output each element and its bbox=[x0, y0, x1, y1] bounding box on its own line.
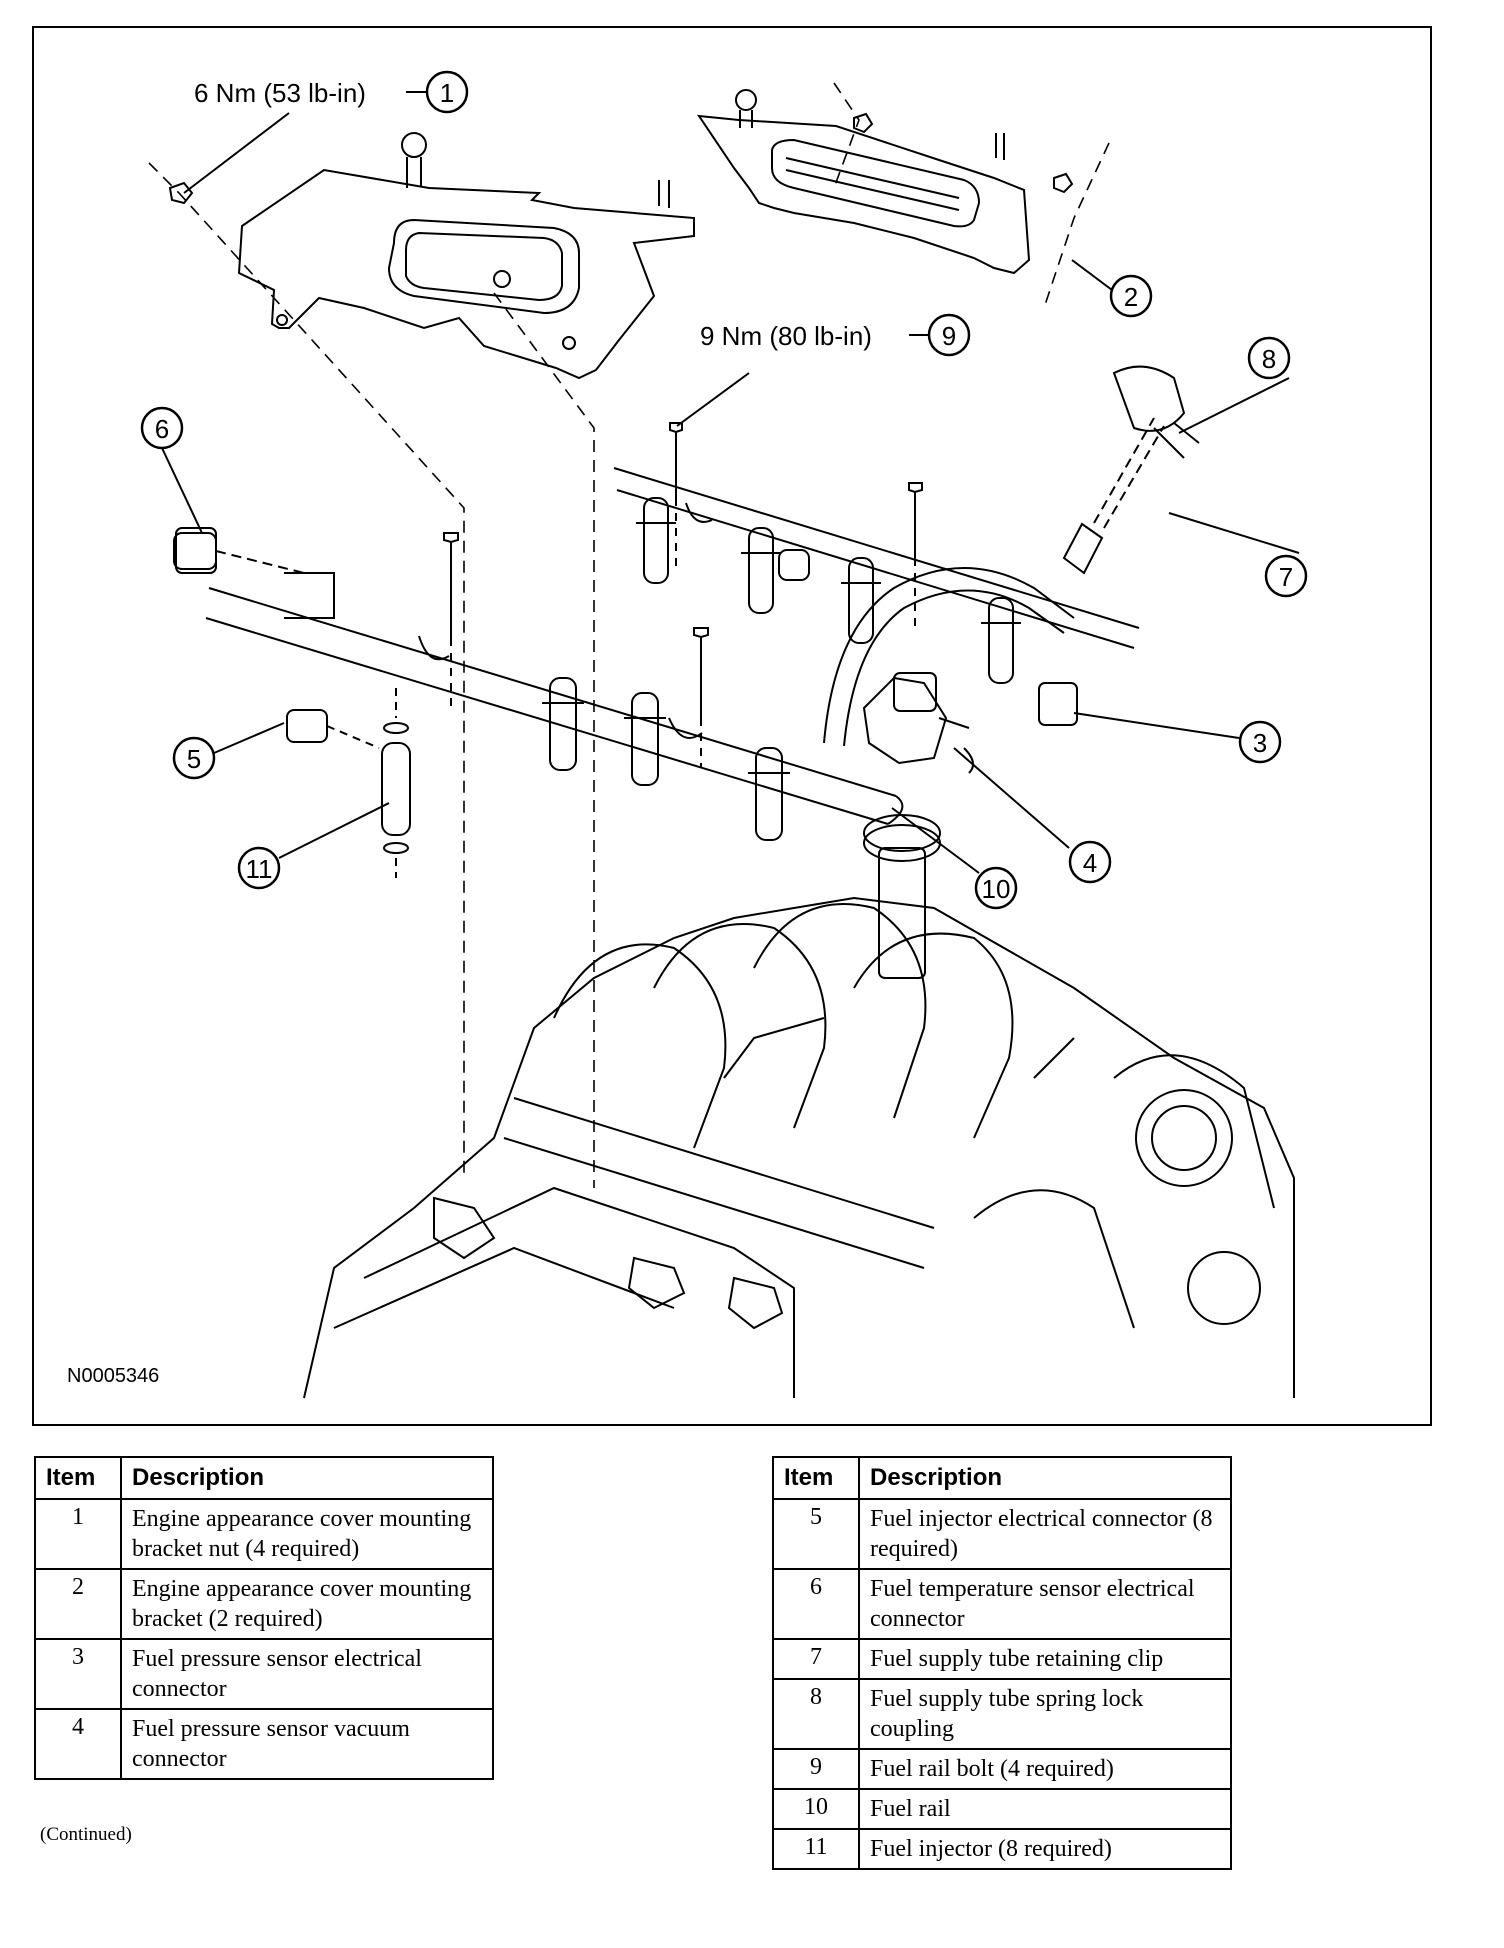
callout-5: 5 bbox=[172, 736, 216, 780]
callout-6: 6 bbox=[140, 406, 184, 450]
lower-fuel-injectors bbox=[542, 677, 790, 841]
callout-7: 7 bbox=[1264, 554, 1308, 598]
callout-number-3: 3 bbox=[1253, 728, 1267, 758]
item-description: Fuel pressure sensor vacuum connector bbox=[120, 1708, 494, 1780]
item-number: 4 bbox=[34, 1708, 122, 1780]
table-row: 8 Fuel supply tube spring lock coupling bbox=[772, 1678, 1232, 1750]
callout-4: 4 bbox=[1068, 840, 1112, 884]
torque-label-9: 9 Nm (80 lb-in) bbox=[700, 321, 872, 351]
callout-number-4: 4 bbox=[1083, 848, 1097, 878]
table-row: 9 Fuel rail bolt (4 required) bbox=[772, 1748, 1232, 1790]
callout-11: 11 bbox=[237, 846, 281, 890]
assembly-lines bbox=[148, 82, 1110, 1188]
item-number: 9 bbox=[772, 1748, 860, 1790]
item-description: Fuel temperature sensor electrical conne… bbox=[858, 1568, 1232, 1640]
engine-block bbox=[303, 814, 1295, 1399]
callout-3: 3 bbox=[1238, 720, 1282, 764]
torque-label-1: 6 Nm (53 lb-in) bbox=[194, 78, 366, 108]
figure-id: N0005346 bbox=[67, 1365, 159, 1387]
item-number: 5 bbox=[772, 1498, 860, 1570]
item-description: Fuel rail bbox=[858, 1788, 1232, 1830]
fuel-pressure-sensor bbox=[862, 672, 1078, 774]
callout-number-2: 2 bbox=[1124, 282, 1138, 312]
connector-parts bbox=[173, 532, 380, 749]
callout-8: 8 bbox=[1247, 336, 1291, 380]
callout-number-10: 10 bbox=[982, 874, 1011, 904]
callout-number-11: 11 bbox=[246, 854, 273, 884]
item-description: Engine appearance cover mounting bracket… bbox=[120, 1498, 494, 1570]
callout-number-7: 7 bbox=[1279, 562, 1293, 592]
description-column-header: Description bbox=[858, 1456, 1232, 1500]
item-description: Fuel injector electrical connector (8 re… bbox=[858, 1498, 1232, 1570]
callout-2: 2 bbox=[1109, 274, 1153, 318]
item-column-header: Item bbox=[772, 1456, 860, 1500]
callout-number-6: 6 bbox=[155, 414, 169, 444]
item-number: 11 bbox=[772, 1828, 860, 1870]
legend-table-right: Item Description 5 Fuel injector electri… bbox=[772, 1456, 1232, 1870]
upper-fuel-injectors bbox=[636, 497, 1021, 684]
left-mounting-bracket bbox=[237, 132, 695, 380]
item-description: Fuel supply tube spring lock coupling bbox=[858, 1678, 1232, 1750]
detached-fuel-injector bbox=[381, 688, 411, 878]
item-description: Fuel pressure sensor electrical connecto… bbox=[120, 1638, 494, 1710]
table-row: 3 Fuel pressure sensor electrical connec… bbox=[34, 1638, 494, 1710]
table-row: 1 Engine appearance cover mounting brack… bbox=[34, 1498, 494, 1570]
legend-table-left: Item Description 1 Engine appearance cov… bbox=[34, 1456, 494, 1780]
item-number: 10 bbox=[772, 1788, 860, 1830]
item-description: Fuel supply tube retaining clip bbox=[858, 1638, 1232, 1680]
diagram-frame: 6 Nm (53 lb-in) 1 2 3 4 5 6 bbox=[32, 26, 1432, 1426]
continued-note: (Continued) bbox=[40, 1824, 132, 1845]
table-row: 5 Fuel injector electrical connector (8 … bbox=[772, 1498, 1232, 1570]
legend-header-row: Item Description bbox=[772, 1456, 1232, 1500]
callout-9: 9 Nm (80 lb-in) 9 bbox=[700, 313, 971, 357]
bracket-nuts bbox=[168, 112, 1074, 205]
callout-1: 6 Nm (53 lb-in) 1 bbox=[194, 70, 469, 114]
item-number: 2 bbox=[34, 1568, 122, 1640]
table-row: 4 Fuel pressure sensor vacuum connector bbox=[34, 1708, 494, 1780]
table-row: 7 Fuel supply tube retaining clip bbox=[772, 1638, 1232, 1680]
callout-number-1: 1 bbox=[440, 78, 454, 108]
description-column-header: Description bbox=[120, 1456, 494, 1500]
fuel-rail-bolts bbox=[443, 422, 923, 768]
item-description: Fuel rail bolt (4 required) bbox=[858, 1748, 1232, 1790]
table-row: 10 Fuel rail bbox=[772, 1788, 1232, 1830]
item-number: 1 bbox=[34, 1498, 122, 1570]
legend-header-row: Item Description bbox=[34, 1456, 494, 1500]
callout-markers: 6 Nm (53 lb-in) 1 2 3 4 5 6 bbox=[140, 70, 1308, 910]
item-number: 8 bbox=[772, 1678, 860, 1750]
item-column-header: Item bbox=[34, 1456, 122, 1500]
callout-number-9: 9 bbox=[942, 321, 956, 351]
right-mounting-bracket bbox=[696, 89, 1031, 275]
table-row: 11 Fuel injector (8 required) bbox=[772, 1828, 1232, 1870]
callout-number-5: 5 bbox=[187, 744, 201, 774]
callout-number-8: 8 bbox=[1262, 344, 1276, 374]
table-row: 6 Fuel temperature sensor electrical con… bbox=[772, 1568, 1232, 1640]
item-description: Engine appearance cover mounting bracket… bbox=[120, 1568, 494, 1640]
table-row: 2 Engine appearance cover mounting brack… bbox=[34, 1568, 494, 1640]
exploded-view-diagram: 6 Nm (53 lb-in) 1 2 3 4 5 6 bbox=[67, 70, 1308, 1399]
item-number: 3 bbox=[34, 1638, 122, 1710]
item-number: 6 bbox=[772, 1568, 860, 1640]
callout-10: 10 bbox=[974, 866, 1018, 910]
fuel-supply-tube bbox=[823, 365, 1200, 747]
item-description: Fuel injector (8 required) bbox=[858, 1828, 1232, 1870]
item-number: 7 bbox=[772, 1638, 860, 1680]
callout-leaders bbox=[161, 91, 1300, 874]
